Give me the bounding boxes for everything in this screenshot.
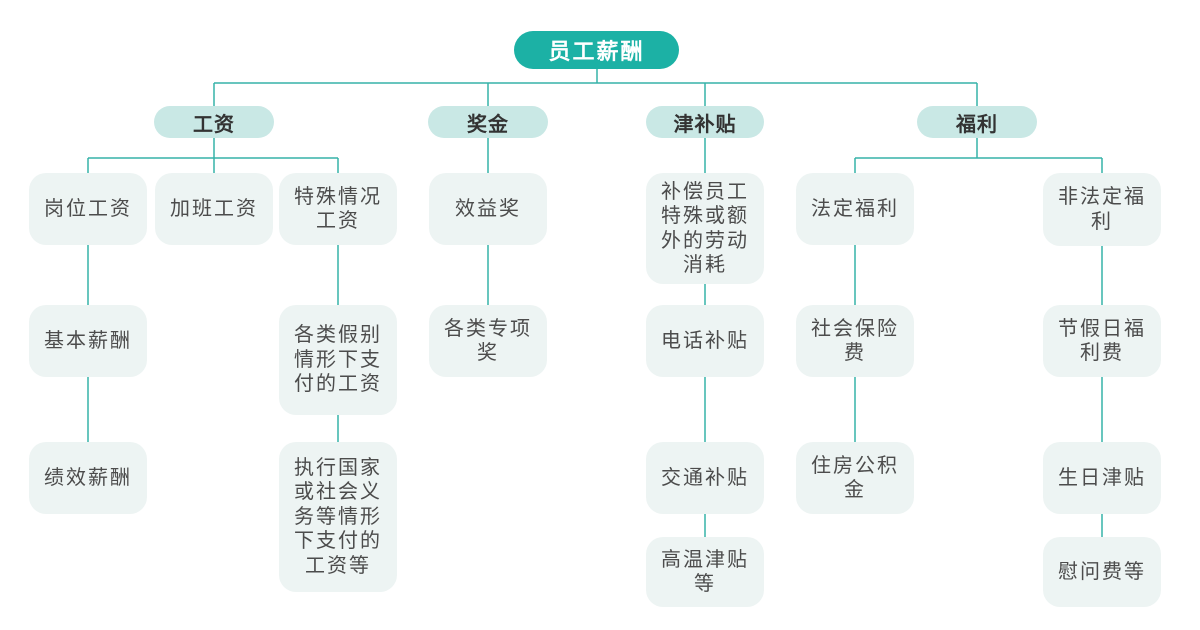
node-housing-fund: 住房公积 金 [796, 442, 914, 514]
node-heat-allowance: 高温津贴 等 [646, 537, 764, 607]
branch-bonus: 奖金 [428, 106, 548, 138]
node-basic-pay: 基本薪酬 [29, 305, 147, 377]
node-benefit-bonus: 效益奖 [429, 173, 547, 245]
node-position-wage: 岗位工资 [29, 173, 147, 245]
node-birthday-allowance: 生日津贴 [1043, 442, 1161, 514]
branch-allowance: 津补贴 [646, 106, 764, 138]
branch-welfare: 福利 [917, 106, 1037, 138]
node-performance-pay: 绩效薪酬 [29, 442, 147, 514]
node-leave-wage: 各类假别 情形下支 付的工资 [279, 305, 397, 415]
node-overtime-wage: 加班工资 [155, 173, 273, 245]
branch-salary: 工资 [154, 106, 274, 138]
node-transport-allowance: 交通补贴 [646, 442, 764, 514]
node-nonstatutory-welfare: 非法定福 利 [1043, 173, 1161, 246]
node-statutory-welfare: 法定福利 [796, 173, 914, 245]
node-condolence-fee: 慰问费等 [1043, 537, 1161, 607]
node-social-insurance: 社会保险 费 [796, 305, 914, 377]
node-compensation-note: 补偿员工 特殊或额 外的劳动 消耗 [646, 173, 764, 284]
root-node: 员工薪酬 [514, 31, 679, 69]
node-holiday-welfare: 节假日福 利费 [1043, 305, 1161, 377]
node-duty-wage: 执行国家 或社会义 务等情形 下支付的 工资等 [279, 442, 397, 592]
node-special-bonus: 各类专项 奖 [429, 305, 547, 377]
node-special-case-wage: 特殊情况 工资 [279, 173, 397, 245]
node-phone-allowance: 电话补贴 [646, 305, 764, 377]
